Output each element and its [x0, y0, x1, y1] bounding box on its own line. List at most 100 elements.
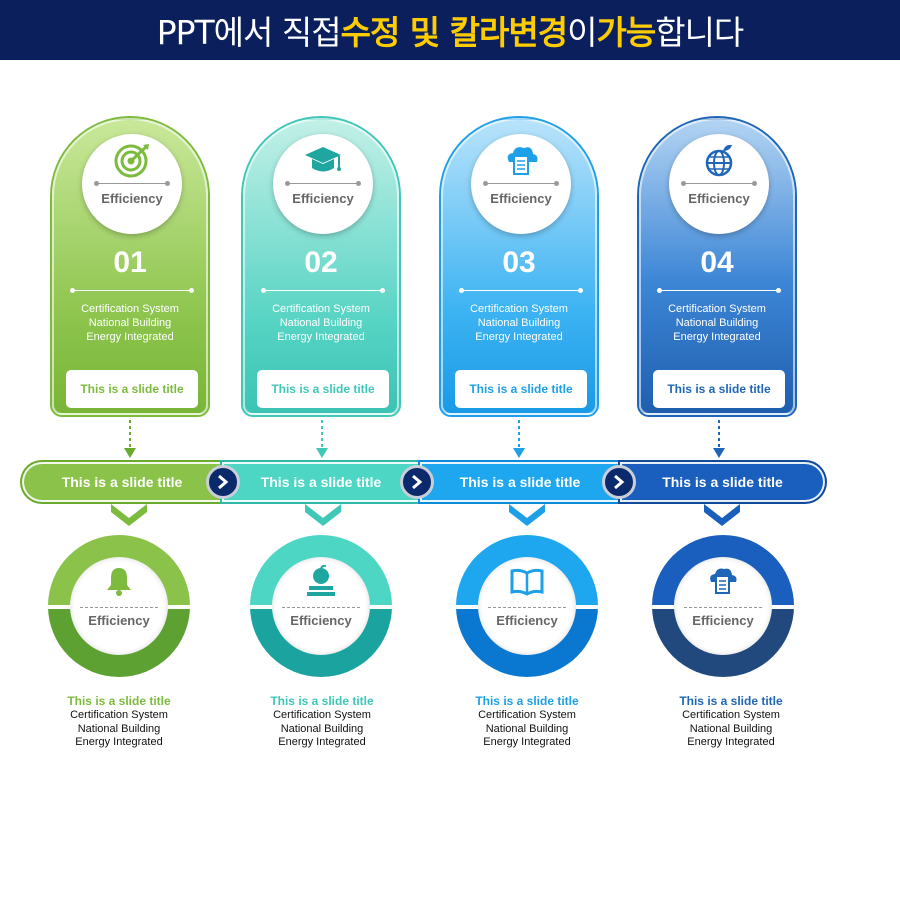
desc-line: Certification System	[668, 303, 766, 315]
card-divider	[483, 181, 559, 186]
desc-line: Energy Integrated	[673, 331, 761, 343]
card-title-box: This is a slide title	[257, 370, 389, 408]
band-segment-1: This is a slide title	[22, 462, 222, 502]
caption-line: National Building	[77, 722, 161, 735]
chevron-right-icon	[602, 465, 636, 499]
desc-line: National Building	[279, 317, 363, 329]
caption-line: Certification System	[682, 709, 780, 721]
step-card-1: Efficiency 01 Certification System Natio…	[52, 118, 208, 415]
card-divider	[94, 181, 170, 186]
card-white-divider	[70, 288, 194, 293]
desc-line: Energy Integrated	[475, 331, 563, 343]
band-segment-4: This is a slide title	[620, 462, 825, 502]
bottom-caption-3: This is a slide title Certification Syst…	[447, 694, 607, 750]
band-segment-3: This is a slide title	[420, 462, 620, 502]
caption-line: Energy Integrated	[687, 736, 775, 748]
ring-inner-circle: Efficiency	[674, 557, 772, 655]
card-white-divider	[459, 288, 583, 293]
card-white-divider	[261, 288, 385, 293]
caption-line: National Building	[280, 722, 364, 735]
caption-title: This is a slide title	[679, 694, 783, 708]
dotted-arrow-icon	[124, 420, 136, 458]
ring-label: Efficiency	[290, 613, 352, 628]
desc-line: National Building	[88, 317, 172, 329]
card-title-box: This is a slide title	[455, 370, 587, 408]
card-icon-circle: Efficiency	[669, 134, 769, 234]
target-icon	[114, 144, 149, 178]
caption-line: Certification System	[273, 709, 371, 721]
desc-line: Certification System	[81, 303, 179, 315]
card-label: Efficiency	[292, 191, 354, 206]
card-label: Efficiency	[688, 191, 750, 206]
caption-title: This is a slide title	[270, 694, 374, 708]
ring-label: Efficiency	[692, 613, 754, 628]
apple-books-icon	[307, 565, 335, 596]
caption-title: This is a slide title	[475, 694, 579, 708]
step-number: 02	[304, 246, 338, 279]
graduation-cap-icon	[305, 147, 341, 172]
step-number: 03	[502, 246, 536, 279]
banner-text-1: PPT에서 직접	[156, 13, 342, 52]
ring-label: Efficiency	[88, 613, 150, 628]
chevron-right-icon	[206, 465, 240, 499]
cloud-document-icon	[507, 147, 538, 175]
card-divider	[285, 181, 361, 186]
caption-title: This is a slide title	[67, 694, 171, 708]
ring-inner-circle: Efficiency	[272, 557, 370, 655]
ring-badge-4: Efficiency	[652, 535, 794, 677]
dotted-arrow-icon	[713, 420, 725, 458]
step-card-2: Efficiency 02 Certification System Natio…	[243, 118, 399, 415]
ring-inner-circle: Efficiency	[70, 557, 168, 655]
card-divider	[681, 181, 757, 186]
step-number: 04	[700, 246, 734, 279]
caption-line: National Building	[689, 722, 773, 735]
bell-icon	[107, 568, 131, 596]
desc-line: National Building	[477, 317, 561, 329]
card-description: Certification System National Building E…	[54, 302, 206, 344]
ring-badge-3: Efficiency	[456, 535, 598, 677]
ring-divider	[684, 607, 762, 608]
dotted-arrow-icon	[316, 420, 328, 458]
step-card-4: Efficiency 04 Certification System Natio…	[639, 118, 795, 415]
card-icon-circle: Efficiency	[273, 134, 373, 234]
chevron-down-icon	[305, 504, 341, 526]
card-description: Certification System National Building E…	[641, 302, 793, 344]
chevron-down-icon	[111, 504, 147, 526]
banner-text-2: 이	[567, 13, 597, 52]
caption-line: Certification System	[478, 709, 576, 721]
desc-line: Certification System	[470, 303, 568, 315]
caption-line: Certification System	[70, 709, 168, 721]
chevron-right-icon	[400, 465, 434, 499]
ring-label: Efficiency	[496, 613, 558, 628]
ring-divider	[282, 607, 360, 608]
card-title-box: This is a slide title	[653, 370, 785, 408]
desc-line: Certification System	[272, 303, 370, 315]
ring-badge-1: Efficiency	[48, 535, 190, 677]
ring-divider	[488, 607, 566, 608]
dotted-arrow-icon	[513, 420, 525, 458]
caption-line: Energy Integrated	[278, 736, 366, 748]
step-card-3: Efficiency 03 Certification System Natio…	[441, 118, 597, 415]
card-title-box: This is a slide title	[66, 370, 198, 408]
banner-highlight-1: 수정 및 칼라변경	[340, 13, 568, 52]
desc-line: National Building	[675, 317, 759, 329]
band-segment-2: This is a slide title	[222, 462, 420, 502]
ring-divider	[80, 607, 158, 608]
card-white-divider	[657, 288, 781, 293]
caption-line: National Building	[485, 722, 569, 735]
caption-line: Energy Integrated	[483, 736, 571, 748]
step-number: 01	[113, 246, 147, 279]
caption-line: Energy Integrated	[75, 736, 163, 748]
cloud-document-icon	[710, 568, 737, 594]
chevron-down-icon	[704, 504, 740, 526]
bottom-caption-4: This is a slide title Certification Syst…	[651, 694, 811, 750]
card-label: Efficiency	[490, 191, 552, 206]
card-description: Certification System National Building E…	[245, 302, 397, 344]
card-description: Certification System National Building E…	[443, 302, 595, 344]
open-book-icon	[510, 568, 544, 596]
ring-inner-circle: Efficiency	[478, 557, 576, 655]
bottom-caption-1: This is a slide title Certification Syst…	[39, 694, 199, 750]
process-band: This is a slide title This is a slide ti…	[22, 462, 827, 502]
card-label: Efficiency	[101, 191, 163, 206]
